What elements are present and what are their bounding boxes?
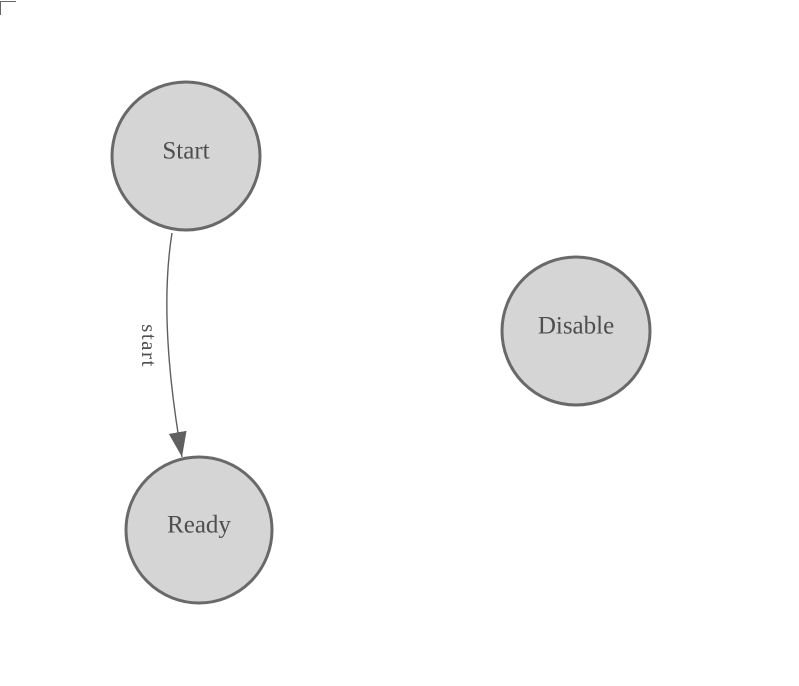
transition-edge-start-ready[interactable] (166, 232, 187, 458)
canvas-corner-mark (0, 1, 16, 15)
state-circle-start[interactable] (110, 80, 262, 232)
transition-label-start-ready: start (137, 324, 161, 368)
state-node-disable[interactable]: Disable (500, 255, 652, 407)
state-circle-disable[interactable] (500, 255, 652, 407)
state-node-start[interactable]: Start (110, 80, 262, 232)
state-node-ready[interactable]: Ready (124, 455, 274, 605)
state-circle-ready[interactable] (124, 455, 274, 605)
